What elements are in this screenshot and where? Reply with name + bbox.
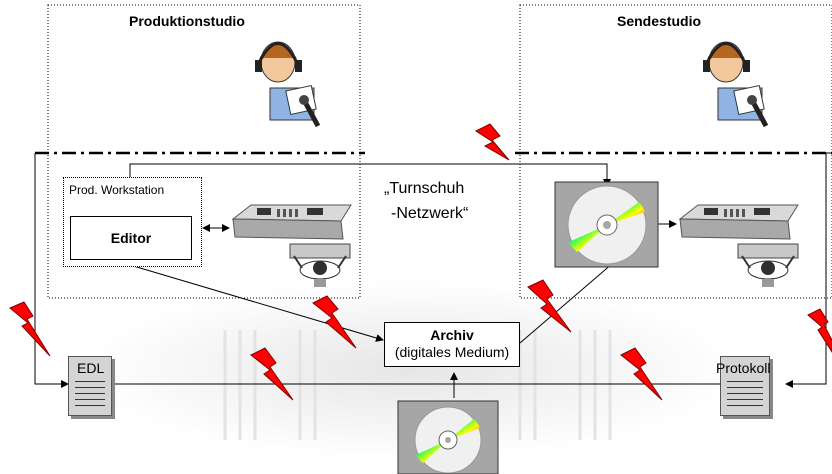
production-studio-frame [47,4,361,299]
archive-box[interactable]: Archiv (digitales Medium) [384,322,520,367]
mixing-console-icon [231,204,352,240]
prod-workstation-label: Prod. Workstation [69,183,165,197]
archive-subtitle: (digitales Medium) [394,344,510,360]
operator-top-view-icon [737,243,799,287]
cd-disc-icon [397,400,499,474]
edl-feedback-line [34,153,69,388]
editor-box[interactable]: Editor [70,216,192,260]
lightning-icon [9,301,51,357]
protocol-document [720,356,770,416]
person-headset-icon [703,41,769,128]
cd-disc-icon [554,181,659,268]
lightning-icon [527,279,572,333]
broadcast-studio-title: Sendestudio [617,13,702,29]
lightning-icon [312,295,357,349]
archive-disc-arrow [519,256,621,344]
network-label-line2: -Netzwerk“ [391,205,469,222]
background-texture [80,280,740,460]
production-studio-title: Produktionstudio [129,13,245,29]
person-headset-icon [255,41,321,128]
network-label-line1: „Turnschuh [384,180,465,197]
lightning-icon [620,347,663,401]
mixing-console-icon [678,204,799,240]
lightning-bolts [9,123,832,401]
protocol-feedback-line [785,152,832,388]
editor-label: Editor [110,230,152,246]
lightning-icon [474,123,510,161]
protocol-label: Protokoll [716,360,771,376]
broadcast-studio-frame [519,4,832,299]
transfer-arrow [129,163,611,187]
lightning-icon [250,347,294,401]
operator-top-view-icon [289,243,351,287]
edl-document [68,356,112,416]
edl-label: EDL [77,360,105,376]
archive-title: Archiv [430,327,474,343]
lightning-icon [807,308,832,353]
